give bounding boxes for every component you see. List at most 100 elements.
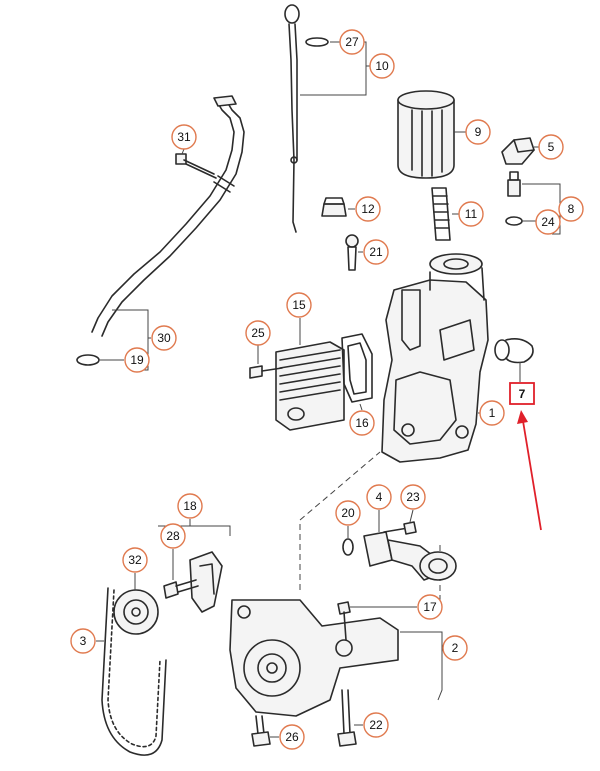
- oil-filter-housing: [381, 253, 489, 463]
- callout-circle: [151, 325, 177, 351]
- callout-circle: [535, 209, 561, 235]
- callout-circle: [479, 400, 505, 426]
- callout-circle: [400, 484, 426, 510]
- callout-circle: [355, 196, 381, 222]
- callout-number: 9: [475, 125, 482, 139]
- callout-15: 15: [286, 292, 312, 318]
- highlight-part-7: 7: [509, 382, 535, 405]
- callout-number: 3: [80, 634, 87, 648]
- callout-5: 5: [538, 134, 564, 160]
- filter-insert: [431, 187, 451, 241]
- chain-tensioner: [189, 551, 223, 613]
- callout-number: 23: [406, 490, 420, 504]
- callout-circle: [70, 628, 96, 654]
- bolt-31: [175, 153, 217, 179]
- callout-number: 19: [130, 353, 144, 367]
- callout-number: 20: [341, 506, 355, 520]
- callout-number: 26: [285, 730, 299, 744]
- callout-1: 1: [479, 400, 505, 426]
- callout-circle: [171, 124, 197, 150]
- callout-number: 31: [177, 130, 191, 144]
- seal-ring-27: [305, 37, 329, 47]
- callout-31: 31: [171, 124, 197, 150]
- bolt-26: [251, 715, 271, 747]
- callout-number: 8: [568, 202, 575, 216]
- callout-circle: [339, 29, 365, 55]
- callout-10: 10: [369, 53, 395, 79]
- gasket-7: [494, 338, 534, 364]
- callout-4: 4: [366, 484, 392, 510]
- callout-number: 17: [423, 600, 437, 614]
- seal-ring-24: [505, 216, 523, 226]
- highlight-label: 7: [519, 387, 526, 401]
- callout-circle: [279, 724, 305, 750]
- callout-circle: [366, 484, 392, 510]
- callout-9: 9: [465, 119, 491, 145]
- red-pointer-arrow: [517, 410, 542, 531]
- oil-cooler: [275, 341, 345, 431]
- callout-19: 19: [124, 347, 150, 373]
- callout-28: 28: [160, 523, 186, 549]
- callout-11: 11: [458, 201, 484, 227]
- pin-21: [345, 234, 359, 271]
- callout-number: 24: [541, 215, 555, 229]
- callout-20: 20: [335, 500, 361, 526]
- callout-circle: [122, 547, 148, 573]
- callout-8: 8: [558, 196, 584, 222]
- callout-number: 32: [128, 553, 142, 567]
- callout-circle: [363, 712, 389, 738]
- callout-circle: [369, 53, 395, 79]
- cooler-gasket-16: [341, 333, 373, 403]
- callout-number: 12: [361, 202, 375, 216]
- callout-number: 16: [355, 416, 369, 430]
- callout-number: 18: [183, 499, 197, 513]
- callout-circle: [177, 493, 203, 519]
- callout-number: 28: [166, 529, 180, 543]
- callout-number: 1: [489, 406, 496, 420]
- bolt-22: [337, 689, 357, 747]
- callout-circle: [160, 523, 186, 549]
- callout-circle: [465, 119, 491, 145]
- callout-number: 5: [548, 140, 555, 154]
- callout-21: 21: [363, 239, 389, 265]
- callout-23: 23: [400, 484, 426, 510]
- highlight-box: [509, 382, 535, 405]
- callout-circle: [442, 635, 468, 661]
- callout-circle: [349, 410, 375, 436]
- bolt-25: [249, 365, 283, 379]
- chain-sprocket: [113, 589, 159, 635]
- callout-27: 27: [339, 29, 365, 55]
- callout-circle: [538, 134, 564, 160]
- callout-circle: [286, 292, 312, 318]
- callout-number: 15: [292, 298, 306, 312]
- oil-pump: [229, 599, 399, 717]
- drive-chain: [101, 587, 167, 756]
- oil-pressure-switch: [507, 171, 521, 197]
- oil-return-pipe: [91, 95, 245, 337]
- callout-circle: [363, 239, 389, 265]
- callout-number: 22: [369, 718, 383, 732]
- callout-circle: [417, 594, 443, 620]
- callout-18: 18: [177, 493, 203, 519]
- dipstick: [284, 4, 300, 233]
- bolt-17: [337, 601, 351, 641]
- bolt-28: [163, 579, 199, 599]
- callout-number: 2: [452, 641, 459, 655]
- callout-number: 10: [375, 59, 389, 73]
- callout-32: 32: [122, 547, 148, 573]
- bolt-23: [383, 521, 417, 535]
- seal-ring-20: [342, 538, 354, 556]
- callout-26: 26: [279, 724, 305, 750]
- plug-12: [321, 197, 347, 217]
- oil-filter: [397, 90, 455, 179]
- callout-number: 4: [376, 490, 383, 504]
- callout-25: 25: [245, 320, 271, 346]
- seal-ring-19: [76, 354, 100, 366]
- callout-17: 17: [417, 594, 443, 620]
- callout-number: 25: [251, 326, 265, 340]
- callout-22: 22: [363, 712, 389, 738]
- callout-2: 2: [442, 635, 468, 661]
- callout-number: 21: [369, 245, 383, 259]
